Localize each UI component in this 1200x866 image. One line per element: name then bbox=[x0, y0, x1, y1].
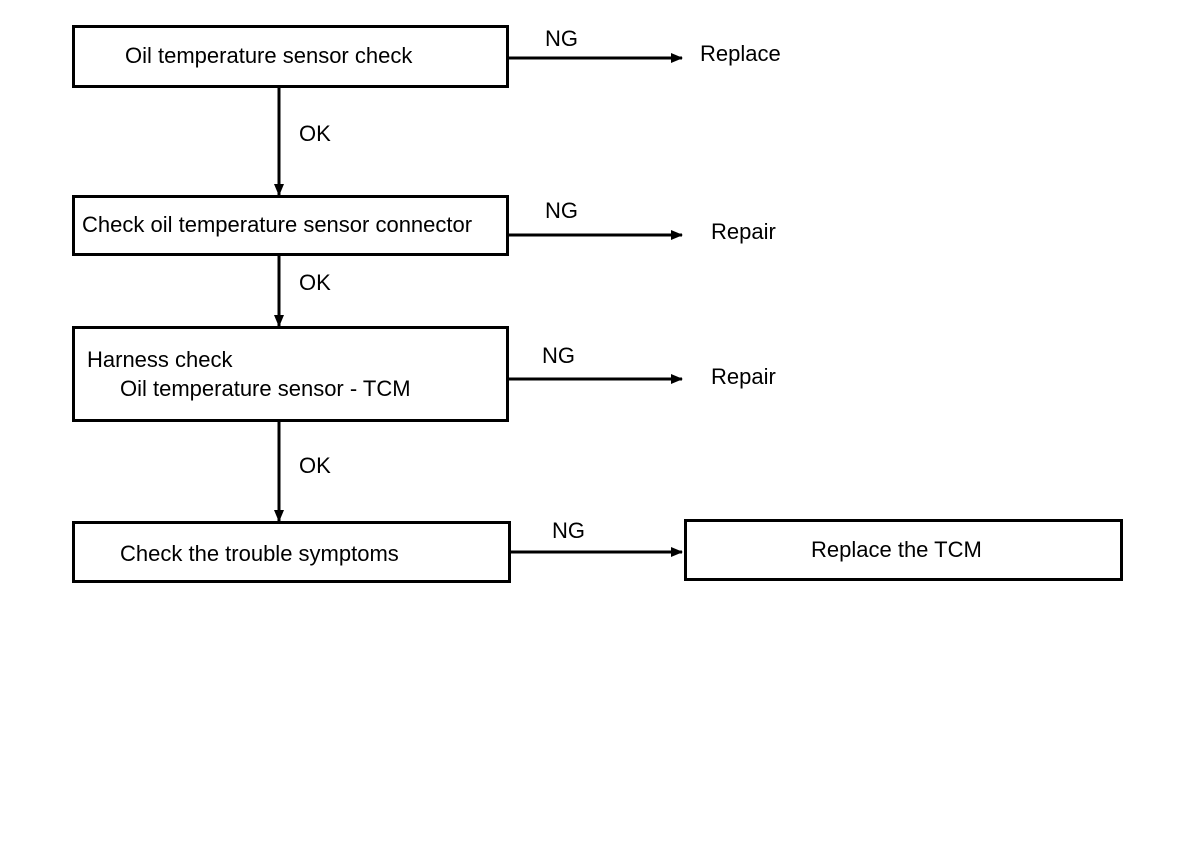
step-box-check-connector bbox=[72, 195, 509, 256]
step-1-title: Oil temperature sensor check bbox=[125, 43, 413, 68]
step-3-ng-result: Repair bbox=[711, 364, 776, 389]
step-box-oil-temperature-sensor-check bbox=[72, 25, 509, 88]
step-4-ng-label: NG bbox=[552, 518, 585, 543]
step-3-ng-label: NG bbox=[542, 343, 575, 368]
step-2-title: Check oil temperature sensor connector bbox=[82, 212, 473, 237]
step-3-ok-label: OK bbox=[299, 453, 331, 478]
step-1-ng-result: Replace bbox=[700, 41, 781, 66]
step-1-ok-label: OK bbox=[299, 121, 331, 146]
step-box-check-trouble-symptoms bbox=[72, 521, 511, 583]
step-3-title: Harness check bbox=[87, 347, 233, 372]
step-2-ok-label: OK bbox=[299, 270, 331, 295]
result-box-replace-tcm bbox=[684, 519, 1123, 581]
step-box-harness-check bbox=[72, 326, 509, 422]
step-2-ng-result: Repair bbox=[711, 219, 776, 244]
step-4-title: Check the trouble symptoms bbox=[120, 541, 399, 566]
step-3-subtitle: Oil temperature sensor - TCM bbox=[120, 376, 411, 401]
step-1-ng-label: NG bbox=[545, 26, 578, 51]
step-2-ng-label: NG bbox=[545, 198, 578, 223]
step-4-ng-result: Replace the TCM bbox=[811, 537, 982, 562]
